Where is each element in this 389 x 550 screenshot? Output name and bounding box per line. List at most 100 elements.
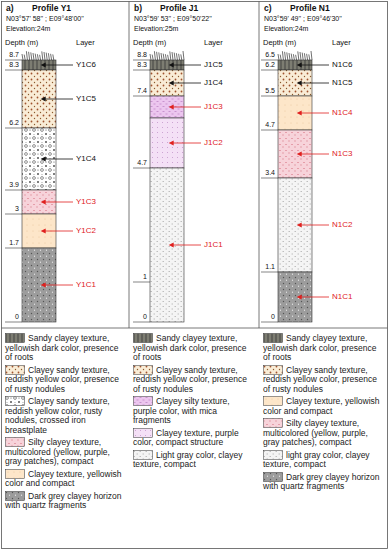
depth-value: 4.7	[137, 159, 147, 167]
layer-label: N1C4	[332, 109, 352, 118]
layer-label: Y1C4	[76, 155, 96, 164]
figure-rect	[264, 365, 283, 374]
elevation: Elevation:24m	[264, 25, 308, 33]
figure-line	[5, 248, 22, 249]
figure-path	[301, 113, 329, 114]
grass-tufts	[22, 51, 312, 60]
column-title: Layer	[332, 39, 351, 47]
figure-line	[133, 96, 150, 97]
figure-rect	[6, 491, 25, 500]
figure-path	[41, 229, 46, 234]
legend-entry: Clayey texture, yellowish color and comp…	[5, 469, 127, 489]
profile-name: Profile J1	[160, 4, 198, 13]
soil-layer: Y1C5	[22, 70, 56, 128]
layer-label: J1C5	[204, 61, 223, 70]
legend-entry: Dark grey clayey horizon with quartz fra…	[5, 491, 127, 511]
layer-label: Y1C6	[76, 61, 96, 70]
layer-label: Y1C1	[76, 281, 96, 290]
figure-line	[133, 168, 150, 169]
layer-label: Y1C5	[76, 95, 96, 104]
figure-path	[150, 51, 184, 60]
legend-entry: Clayey texture, purple color, compact st…	[133, 428, 255, 448]
depth-value: 1	[143, 273, 147, 281]
layer-label: N1C2	[332, 221, 352, 230]
column-title: Layer	[76, 39, 95, 47]
figure-path	[173, 245, 201, 246]
layer-label: N1C3	[332, 150, 352, 159]
coordinates: N03°59' 53'' ; E09°50'22''	[134, 15, 212, 23]
depth-value: 6.2	[9, 119, 19, 127]
soil-column	[22, 60, 312, 322]
figure-path	[41, 200, 46, 205]
figure-rect	[264, 397, 283, 406]
depth-value: 6.2	[265, 61, 275, 69]
depth-value: 8.3	[9, 61, 19, 69]
figure-rect	[6, 334, 25, 343]
legend-entry: Dark grey clayey horizon with quartz fra…	[263, 472, 385, 492]
depth-value: 8.8	[137, 51, 147, 59]
depth-value: 3.9	[9, 181, 19, 189]
legend-entry: Sandy clayey texture, yellowish dark col…	[5, 333, 127, 363]
depth-ticks	[5, 60, 278, 322]
figure-path	[45, 159, 73, 160]
figure-line	[133, 60, 150, 61]
legend-entry: Light gray color, clayey texture, compac…	[133, 450, 255, 470]
depth-value: 7.4	[137, 87, 147, 95]
legend-swatch	[5, 365, 25, 375]
figure-line	[133, 70, 150, 71]
figure-path	[169, 63, 174, 68]
figure-line	[261, 70, 278, 71]
soil-layer: N1C1	[278, 272, 312, 322]
column-title: Layer	[204, 39, 223, 47]
soil-layer: J1C5	[150, 60, 184, 70]
layer-label: J1C2	[204, 139, 223, 148]
soil-layer: Y1C2	[22, 214, 56, 248]
figure-line	[133, 282, 150, 283]
panel-letter: c)	[264, 4, 272, 13]
soil-layer: J1C1	[150, 168, 184, 322]
figure-path	[297, 111, 302, 116]
figure-path	[297, 223, 302, 228]
legend-column: Sandy clayey texture, yellowish dark col…	[263, 333, 385, 494]
figure-line	[5, 128, 22, 129]
figure-line	[2, 328, 388, 329]
figure-rect	[6, 469, 25, 478]
figure-line	[259, 2, 260, 329]
profile-name: Profile N1	[290, 4, 330, 13]
figure-line	[261, 130, 278, 131]
depth-value: 3	[15, 205, 19, 213]
figure-path	[169, 243, 174, 248]
figure-path	[278, 51, 312, 60]
legend-swatch	[133, 450, 153, 460]
figure-path	[169, 81, 174, 86]
legend-entry: Silty clayey texture, multicolored (yell…	[263, 418, 385, 448]
layer-label: N1C1	[332, 293, 352, 302]
figure-rect	[134, 428, 153, 437]
legend-entry: Clayey sandy texture, reddish yellow col…	[133, 365, 255, 395]
layer-label: N1C6	[332, 61, 352, 70]
figure-path	[297, 81, 302, 86]
depth-value: 4.7	[265, 121, 275, 129]
figure-rect	[264, 472, 283, 481]
legend-swatch	[263, 472, 283, 482]
soil-layer: N1C3	[278, 130, 312, 178]
figure-path	[301, 83, 329, 84]
depth-value: 6.5	[265, 51, 275, 59]
layer-label: J1C4	[204, 79, 223, 88]
legend-entry: Silty clayey texture, multicolored (yell…	[5, 437, 127, 467]
soil-layer: N1C2	[278, 178, 312, 272]
figure-path	[297, 295, 302, 300]
figure-path	[169, 105, 174, 110]
elevation: Elevation:25m	[134, 25, 178, 33]
figure-line	[261, 178, 278, 179]
layer-arrows	[41, 63, 329, 300]
figure-rect	[134, 334, 153, 343]
figure-path	[45, 202, 73, 203]
figure-path	[301, 154, 329, 155]
legend-swatch	[263, 418, 283, 428]
figure-path	[45, 231, 73, 232]
figure-line	[5, 60, 22, 61]
figure-path	[41, 283, 46, 288]
figure-path	[297, 63, 302, 68]
